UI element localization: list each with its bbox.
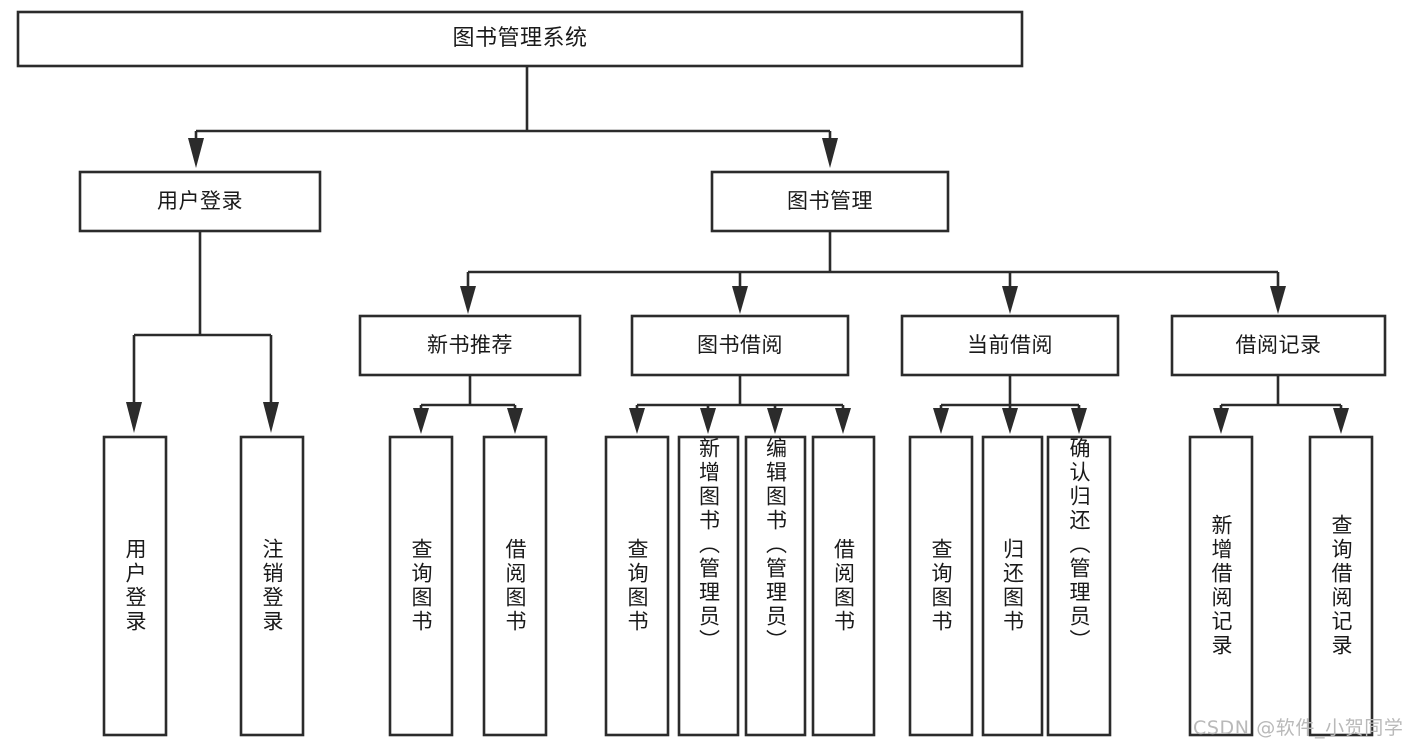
arrow-head-book-management: [822, 138, 838, 168]
node-root-book-management-system[interactable]: [16, 10, 1024, 68]
arrow-head-current-borrow: [1002, 286, 1018, 314]
arrow-head-bb-leaf-4: [835, 408, 851, 434]
leaf-box-cb-query-book[interactable]: [908, 435, 974, 737]
leaf-box-br-add-record[interactable]: [1188, 435, 1254, 737]
arrow-head-user-login: [188, 138, 204, 168]
arrow-head-bb-leaf-3: [767, 408, 783, 434]
leaf-box-bb-borrow-book[interactable]: [811, 435, 876, 737]
arrow-head-leaf-logout: [263, 402, 279, 433]
arrow-head-br-leaf-1: [1213, 408, 1229, 434]
node-book-borrow[interactable]: [630, 314, 850, 377]
arrow-head-new-book: [460, 286, 476, 314]
node-borrow-record[interactable]: [1170, 314, 1387, 377]
leaf-box-br-query-record[interactable]: [1308, 435, 1374, 737]
arrow-head-cb-leaf-2: [1002, 408, 1018, 434]
arrow-head-leaf-user-login: [126, 402, 142, 433]
arrow-head-nb-leaf-1: [413, 408, 429, 434]
arrow-head-borrow-record: [1270, 286, 1286, 314]
arrow-head-bb-leaf-1: [629, 408, 645, 434]
arrow-head-book-borrow: [732, 286, 748, 314]
node-current-borrow[interactable]: [900, 314, 1120, 377]
leaf-box-user-login[interactable]: [102, 435, 168, 737]
node-new-book-recommend[interactable]: [358, 314, 582, 377]
arrow-head-bb-leaf-2: [700, 408, 716, 434]
node-book-management[interactable]: [710, 170, 950, 233]
leaf-box-cb-return-book[interactable]: [981, 435, 1044, 737]
arrow-head-nb-leaf-2: [507, 408, 523, 434]
leaf-box-bb-add-book[interactable]: [677, 435, 740, 737]
node-user-login[interactable]: [78, 170, 322, 233]
leaf-box-logout[interactable]: [239, 435, 305, 737]
leaf-box-cb-confirm-return[interactable]: [1046, 435, 1112, 737]
arrow-head-br-leaf-2: [1333, 408, 1349, 434]
arrow-head-cb-leaf-1: [933, 408, 949, 434]
leaf-box-nb-borrow-book[interactable]: [482, 435, 548, 737]
arrow-head-cb-leaf-3: [1071, 408, 1087, 434]
leaf-box-bb-edit-book[interactable]: [744, 435, 807, 737]
leaf-box-nb-query-book[interactable]: [388, 435, 454, 737]
leaf-box-bb-query-book[interactable]: [604, 435, 670, 737]
